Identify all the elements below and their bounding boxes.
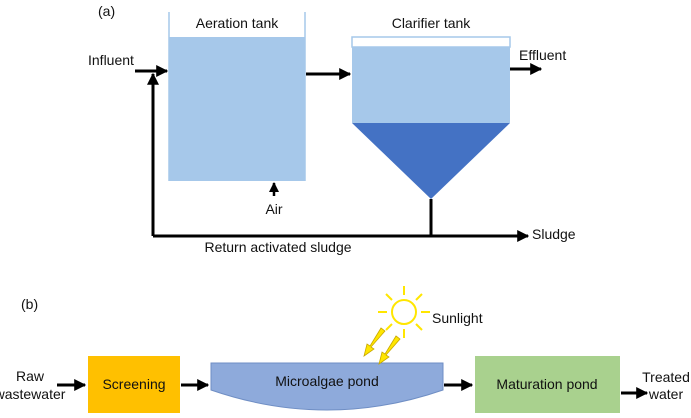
raw-wastewater-label-1: Raw [16,368,45,384]
aeration-water [169,37,305,181]
panel-a-tag: (a) [98,3,115,19]
sunlight-arrow-1 [363,327,386,357]
clarifier-sludge-cone [352,123,510,199]
sunlight-arrows [363,327,401,365]
sunlight-arrow-2 [378,335,401,365]
clarifier-rim [351,36,511,48]
maturation-pond-label: Maturation pond [496,376,597,392]
maturation-pond-box [475,356,620,413]
clarifier-tank-label: Clarifier tank [392,15,472,31]
aeration-tank [168,12,306,181]
sunlight-label: Sunlight [432,310,483,326]
raw-wastewater-label-2: wastewater [0,386,66,402]
microalgae-pond [210,362,444,411]
return-sludge-label: Return activated sludge [204,239,351,255]
treated-water-label-2: water [648,386,684,402]
screening-box [88,356,180,413]
aeration-tank-label: Aeration tank [196,15,279,31]
sludge-label: Sludge [532,226,576,242]
sun-icon [378,286,430,338]
clarifier-water [352,47,510,123]
screening-label: Screening [102,376,165,392]
influent-label: Influent [88,52,134,68]
air-label: Air [265,201,282,217]
treated-water-label-1: Treated [642,369,690,385]
clarifier-tank [351,36,511,199]
microalgae-pond-label: Microalgae pond [275,373,379,389]
effluent-label: Effluent [519,47,566,63]
panel-b-tag: (b) [21,296,38,312]
